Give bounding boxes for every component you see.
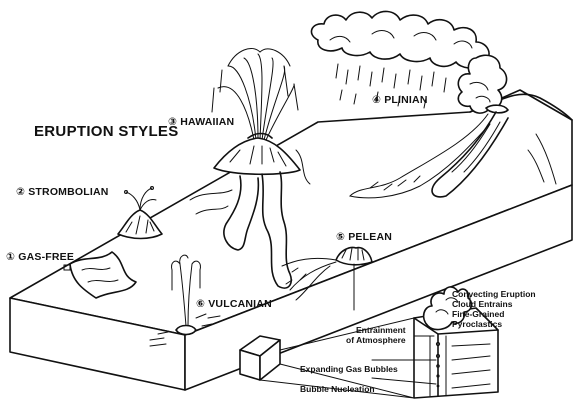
cloud-label-line-2: Cloud Entrains — [452, 299, 513, 309]
svg-text:③ HAWAIIAN: ③ HAWAIIAN — [168, 116, 234, 128]
cloud-label-line-3: Fine-Grained — [452, 309, 504, 319]
entrainment-label-line-1: Entrainment — [356, 325, 406, 335]
label-plinian: ④ PLINIAN — [372, 94, 428, 106]
svg-text:⑥ VULCANIAN: ⑥ VULCANIAN — [196, 298, 272, 310]
label-pelean: ⑤ PELEAN — [336, 231, 392, 243]
expanding-gas-bubbles-label: Expanding Gas Bubbles — [300, 364, 398, 374]
entrainment-label-line-2: of Atmosphere — [346, 335, 406, 345]
bubble-nucleation-label: Bubble Nucleation — [300, 384, 375, 394]
svg-text:⑤ PELEAN: ⑤ PELEAN — [336, 231, 392, 243]
label-strombolian: ② STROMBOLIAN — [16, 186, 109, 198]
svg-text:④ PLINIAN: ④ PLINIAN — [372, 94, 428, 106]
cloud-label-line-4: Pyroclastics — [452, 319, 502, 329]
svg-text:① GAS-FREE: ① GAS-FREE — [6, 251, 74, 263]
diagram-title: ERUPTION STYLES — [34, 123, 179, 140]
label-vulcanian: ⑥ VULCANIAN — [196, 298, 272, 310]
label-gas-free: ① GAS-FREE — [6, 251, 74, 263]
strombolian-cone — [118, 187, 162, 239]
svg-text:② STROMBOLIAN: ② STROMBOLIAN — [16, 186, 109, 198]
label-hawaiian: ③ HAWAIIAN — [168, 116, 234, 128]
cloud-label-line-1: Convecting Eruption — [452, 289, 536, 299]
